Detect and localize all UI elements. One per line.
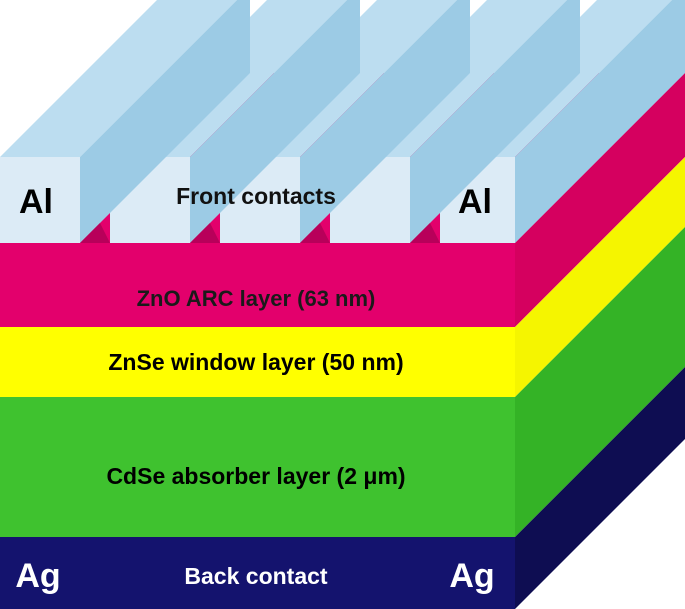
layer-side-window [515,157,685,397]
front-faces [0,243,515,609]
right-ag-label: Ag [449,557,494,595]
back-contact-label: Back contact [184,563,328,589]
layer-front-window [0,327,515,397]
layer-side-back [515,367,685,609]
arc-gap-shadow-3 [300,223,330,243]
contact-strip-front-1 [0,157,80,243]
contact-strip-side-1 [80,0,250,243]
contact-strip-side-2 [190,0,360,243]
layer-side-absorber [515,227,685,537]
cdse-absorber-layer-label: CdSe absorber layer (2 μm) [106,463,405,489]
znse-window-layer-label: ZnSe window layer (50 nm) [108,349,403,375]
contact-strip-side-3 [300,0,470,243]
front-contacts-label: Front contacts [176,183,336,209]
layer-front-arc [0,243,515,327]
right-al-label: Al [458,183,492,221]
arc-gap-shadow-4 [410,223,440,243]
arc-gap-shadow-1 [80,223,110,243]
layer-front-absorber [0,397,515,537]
layer-side-arc [515,73,685,327]
left-al-label: Al [19,183,53,221]
front-contact-strips [0,0,685,243]
contact-strip-top-1 [0,0,237,157]
arc-gap-shadow-2 [190,223,220,243]
contact-strip-side-4 [410,0,580,243]
contact-strip-side-5 [515,0,685,243]
zno-arc-layer-label: ZnO ARC layer (63 nm) [137,286,376,311]
layer-front-back [0,537,515,609]
left-ag-label: Ag [15,557,60,595]
